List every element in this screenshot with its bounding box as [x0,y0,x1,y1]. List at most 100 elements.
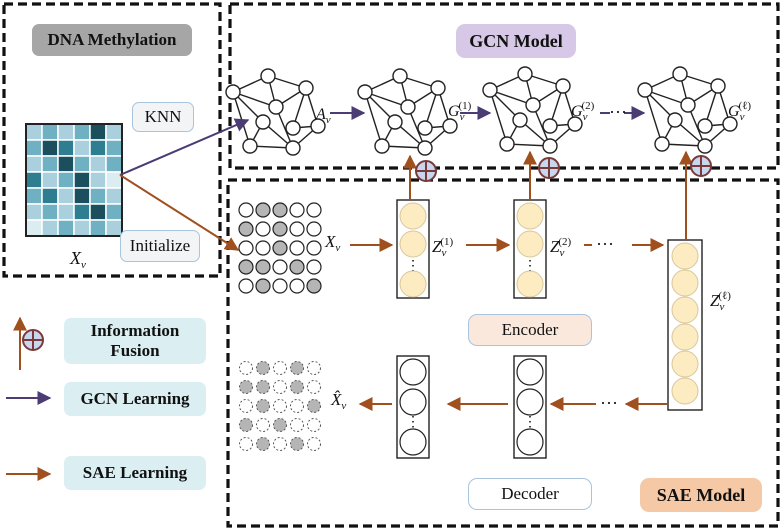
heatmap-cell [73,123,91,141]
output-dot [307,418,321,432]
output-dot [256,380,270,394]
heatmap-cell [25,219,43,237]
fusion-symbol-2 [538,157,560,179]
fusion-symbol-1 [415,160,437,182]
svg-text:⋮: ⋮ [406,415,420,430]
legend-fusion-symbol [22,329,44,351]
heatmap-cell [57,171,75,189]
input-dot [306,240,322,256]
heatmap-cell [41,123,59,141]
output-dot [307,437,321,451]
sae-model-title: SAE Model [640,478,762,512]
heatmap-cell [89,171,107,189]
input-dot [306,202,322,218]
av-label: Av [316,106,331,126]
z1-label: Zv(1) [432,236,454,259]
output-dot [273,380,287,394]
output-dot [239,437,253,451]
input-dot [289,202,305,218]
latent-neuron [671,350,699,378]
input-dot [289,278,305,294]
output-dot [290,380,304,394]
svg-text:⋮: ⋮ [523,415,537,430]
z2-label: Zv(2) [550,236,572,259]
legend-sae-label: SAE Learning [64,456,206,490]
output-dot [273,418,287,432]
heatmap-cell [25,139,43,157]
heatmap-cell [105,171,123,189]
input-dot [306,259,322,275]
output-dot-matrix [239,361,321,451]
output-dot [273,361,287,375]
output-dot [239,418,253,432]
heatmap-cell [41,155,59,173]
knn-label: KNN [132,102,194,132]
input-dot [238,278,254,294]
heatmap-cell [41,171,59,189]
output-dot [256,361,270,375]
output-dot [256,399,270,413]
legend-fusion-label: Information Fusion [64,318,206,364]
heatmap-cell [25,123,43,141]
input-dot [289,259,305,275]
input-dot [272,221,288,237]
output-dot [307,380,321,394]
xhat-label: X̂v [331,390,347,412]
input-dot [238,221,254,237]
heatmap-cell [57,155,75,173]
output-dot [256,437,270,451]
arrow-knn [119,118,250,176]
heatmap-cell [73,203,91,221]
input-dot [255,259,271,275]
input-dot [255,278,271,294]
input-dot [306,278,322,294]
heatmap-cell [57,203,75,221]
gcn-model-title: GCN Model [456,24,576,58]
input-dot [255,221,271,237]
graph-gl [637,66,738,154]
output-dot [273,437,287,451]
output-dot [290,418,304,432]
heatmap-cell [89,219,107,237]
heatmap-cell [25,171,43,189]
heatmap-cell [89,187,107,205]
latent-neuron [671,242,699,270]
input-dot [255,202,271,218]
ellipsis-encoder: ··· [596,234,614,254]
input-dot [272,259,288,275]
heatmap-cell [57,187,75,205]
xv-input-label: Xv [325,232,341,254]
heatmap-cell [25,187,43,205]
xv-heatmap-label: Xv [70,248,86,271]
dna-region-border [2,2,222,278]
heatmap-cell [25,155,43,173]
input-dot [272,278,288,294]
legend-gcn-label: GCN Learning [64,382,206,416]
gl-label: Gv(ℓ) [728,100,752,123]
output-dot [239,380,253,394]
g1-label: Gv(1) [448,100,472,123]
graph-g1 [357,68,458,156]
input-dot [306,221,322,237]
output-dot [307,399,321,413]
methylation-heatmap [25,123,123,237]
latent-neuron [671,269,699,297]
output-dot [290,437,304,451]
fusion-symbol-3 [690,155,712,177]
input-dot [272,240,288,256]
heatmap-border [25,123,123,237]
heatmap-cell [105,139,123,157]
output-dot [256,418,270,432]
heatmap-cell [57,139,75,157]
heatmap-cell [89,155,107,173]
heatmap-cell [105,155,123,173]
svg-text:⋮: ⋮ [406,259,420,274]
input-dot [272,202,288,218]
latent-neuron [671,296,699,324]
heatmap-cell [57,219,75,237]
gcn-region-border [228,2,780,170]
heatmap-cell [73,139,91,157]
output-dot [239,361,253,375]
ellipsis-gcn: ··· [609,102,627,122]
